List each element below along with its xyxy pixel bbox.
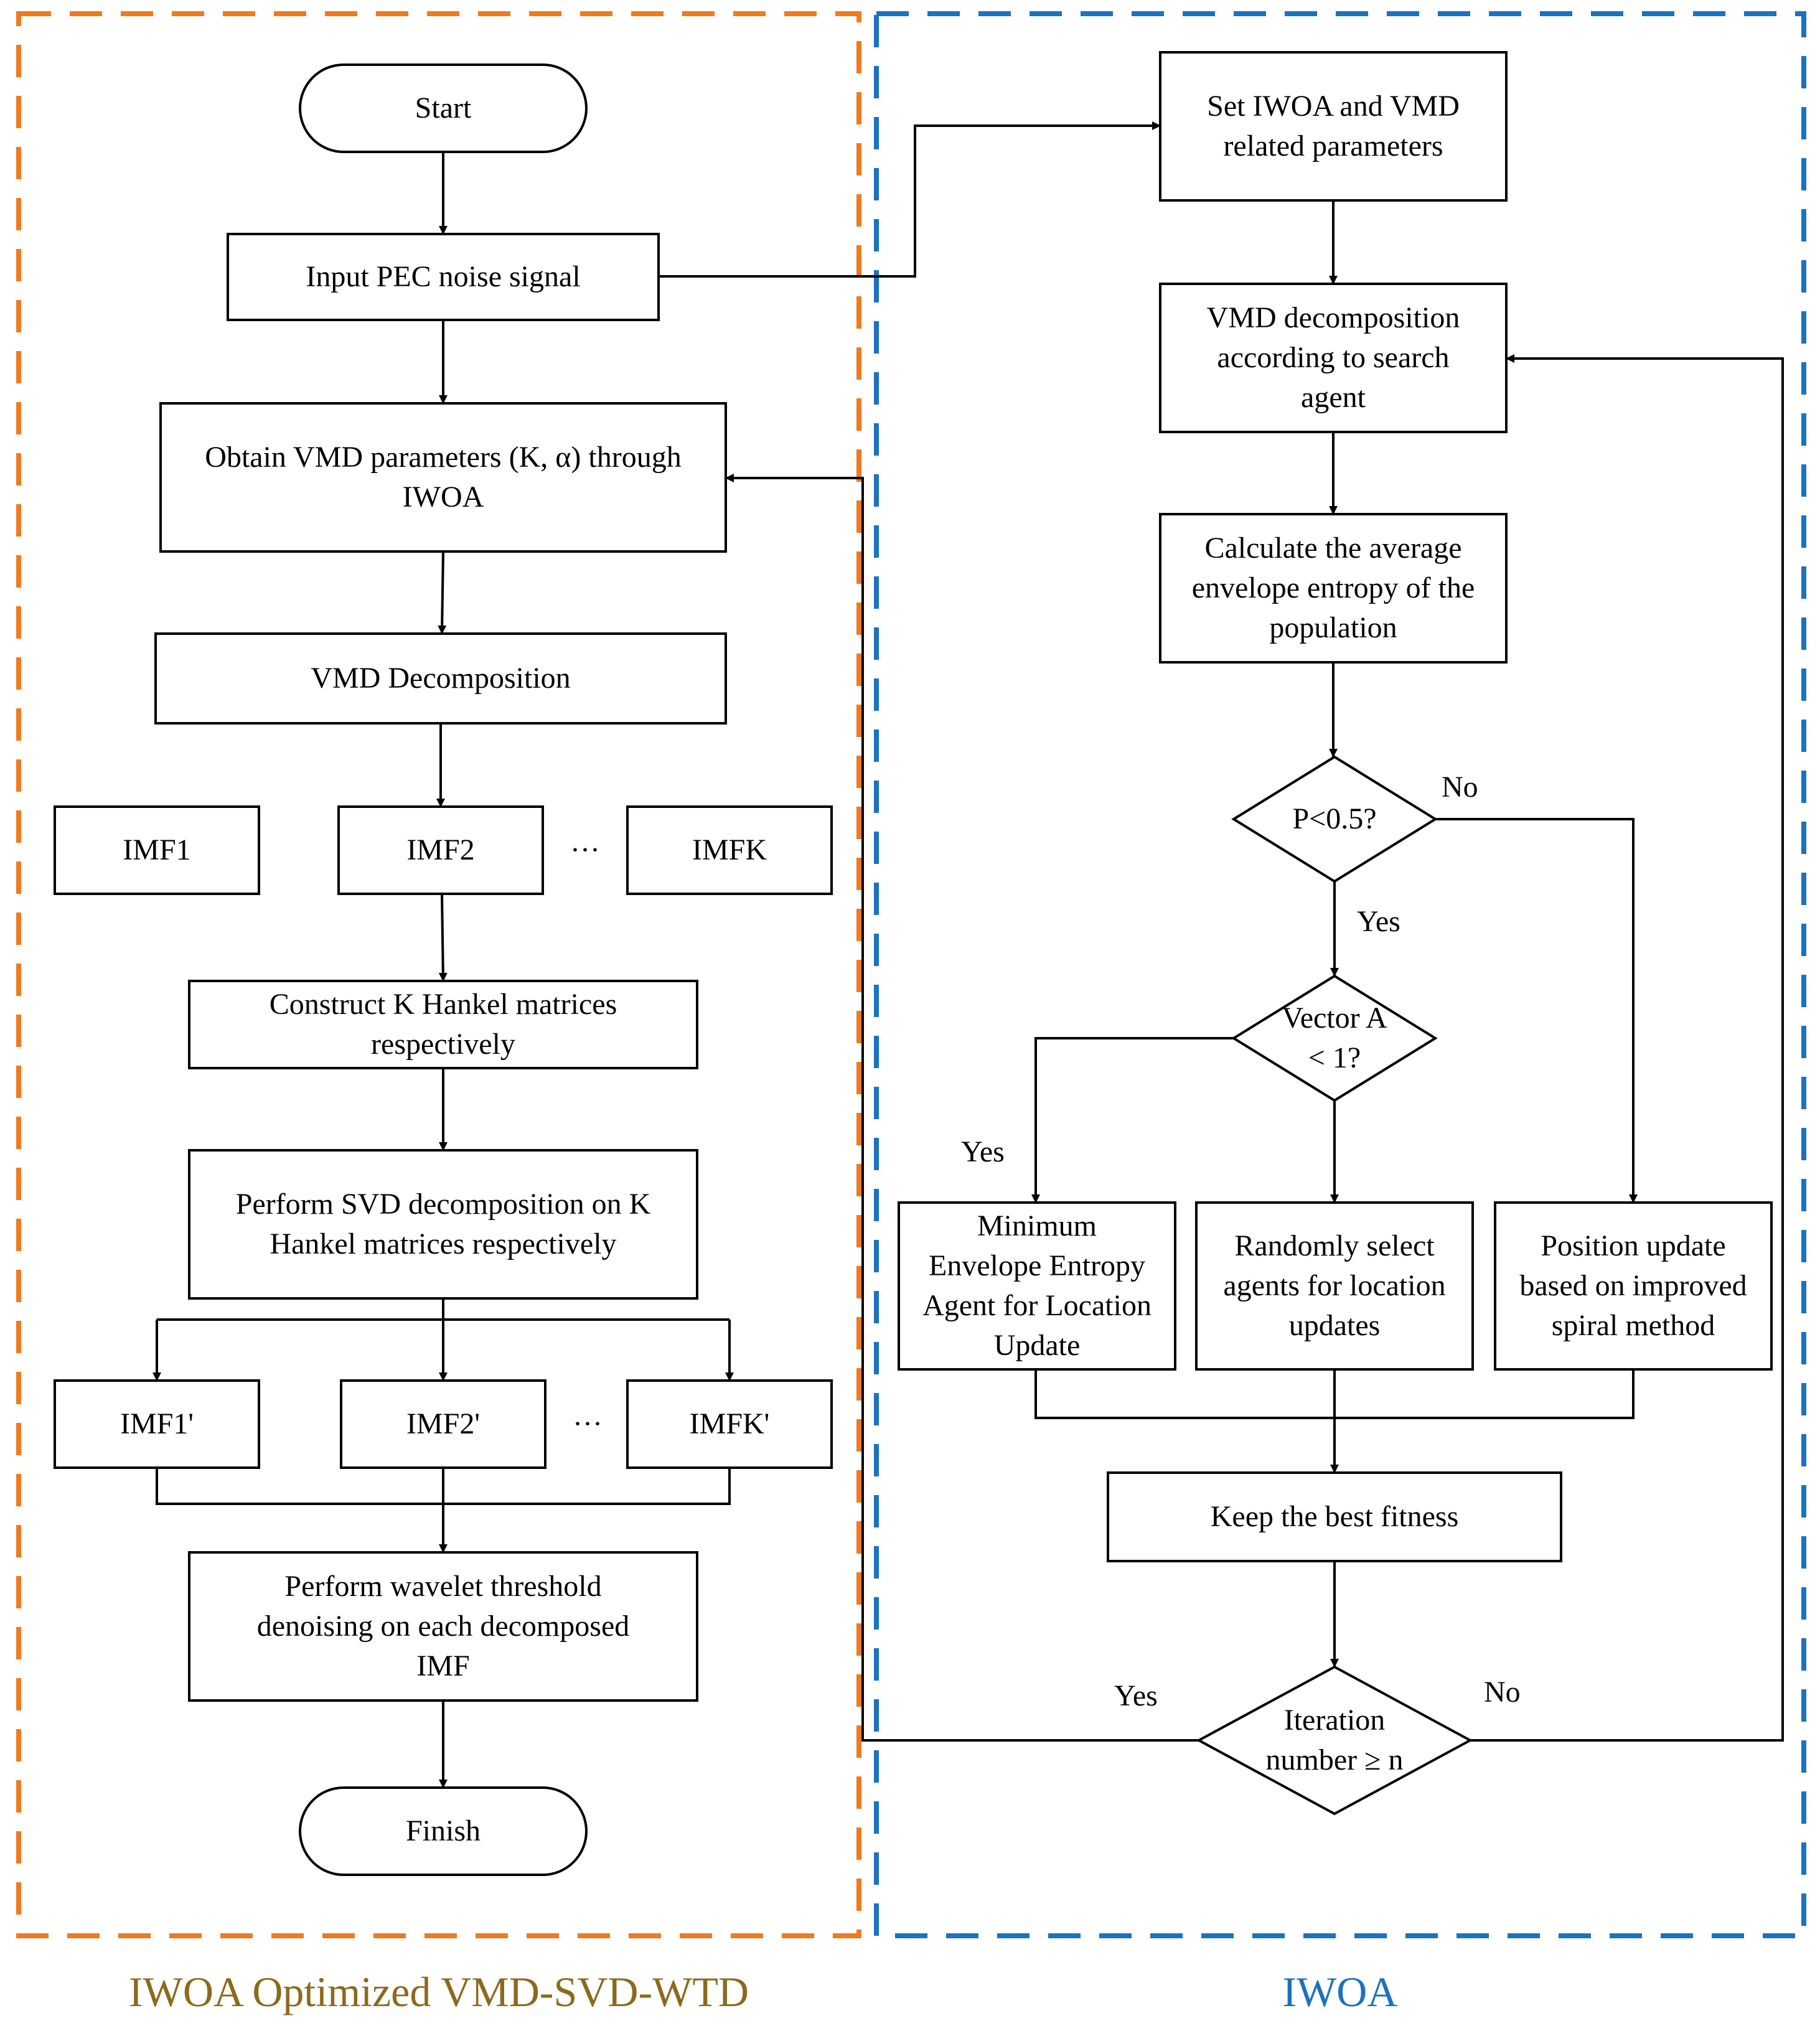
iteration-decision-label: Iteration number ≥ n bbox=[1265, 1704, 1404, 1776]
imf1-prime-label: IMF1' bbox=[120, 1407, 194, 1440]
right-frame-caption: IWOA bbox=[1282, 1968, 1398, 2015]
p-yes-label: Yes bbox=[1357, 905, 1400, 938]
imf1-box bbox=[54, 805, 260, 895]
finish-label: Finish bbox=[405, 1814, 481, 1847]
vmd-search-label: VMD decomposition according to search ag… bbox=[1206, 301, 1460, 414]
iteration-no-label: No bbox=[1484, 1676, 1521, 1709]
input-label: Input PEC noise signal bbox=[306, 260, 581, 293]
set-params-label: Set IWOA and VMD related parameters bbox=[1207, 90, 1460, 162]
imf2-prime-label: IMF2' bbox=[406, 1407, 480, 1440]
spiral-box bbox=[1494, 1201, 1773, 1371]
svd-label: Perform SVD decomposition on K Hankel ma… bbox=[235, 1188, 651, 1260]
left-frame-caption: IWOA Optimized VMD-SVD-WTD bbox=[129, 1968, 749, 2015]
obtain-params-label: Obtain VMD parameters (K, α) through IWO… bbox=[205, 441, 682, 514]
entropy-box bbox=[1159, 513, 1508, 664]
svd-box bbox=[188, 1149, 698, 1300]
random-agent-box bbox=[1195, 1201, 1474, 1371]
arrow-obtain-to-vmd bbox=[438, 551, 447, 634]
arrow-iteration-no-to-vmd-search bbox=[1470, 354, 1784, 1742]
vmd-decomposition-label: VMD Decomposition bbox=[311, 662, 571, 695]
p-decision-label: P<0.5? bbox=[1292, 802, 1377, 835]
arrow-imf2-to-hankel bbox=[438, 893, 448, 982]
arrow-iteration-yes-to-obtain bbox=[725, 474, 1199, 1742]
wavelet-box bbox=[188, 1551, 698, 1702]
left-dashed-frame bbox=[16, 11, 861, 1938]
ellipsis-bottom: ··· bbox=[573, 1407, 603, 1440]
wavelet-label: Perform wavelet threshold denoising on e… bbox=[256, 1570, 630, 1682]
vector-decision-label: Vector A < 1? bbox=[1282, 1002, 1387, 1074]
iteration-yes-label: Yes bbox=[1114, 1679, 1158, 1712]
arrow-input-to-set-params bbox=[659, 121, 1161, 278]
imfk-prime-label: IMFK' bbox=[689, 1407, 770, 1440]
imf1-label: IMF1 bbox=[123, 833, 191, 866]
random-agent-label: Randomly select agents for location upda… bbox=[1223, 1229, 1446, 1342]
hankel-box bbox=[188, 980, 698, 1069]
arrow-p-no-to-spiral bbox=[1435, 818, 1638, 1203]
imfk-label: IMFK bbox=[692, 833, 767, 866]
imf1-prime-box bbox=[54, 1379, 260, 1469]
min-agent-label: Minimum Envelope Entropy Agent for Locat… bbox=[922, 1209, 1152, 1362]
keep-best-label: Keep the best fitness bbox=[1210, 1500, 1459, 1533]
ellipsis-top: ··· bbox=[570, 833, 600, 866]
imfk-box bbox=[626, 805, 833, 895]
imf2-label: IMF2 bbox=[406, 833, 475, 866]
p-no-label: No bbox=[1442, 771, 1478, 804]
hankel-label: Construct K Hankel matrices respectively bbox=[269, 988, 617, 1061]
arrow-vector-yes-to-min-agent bbox=[1031, 1037, 1234, 1203]
entropy-label: Calculate the average envelope entropy o… bbox=[1191, 532, 1475, 644]
iteration-decision-diamond bbox=[1196, 1665, 1473, 1816]
start-label: Start bbox=[415, 91, 472, 124]
spiral-label: Position update based on improved spiral… bbox=[1519, 1229, 1747, 1342]
min-agent-box bbox=[898, 1201, 1176, 1371]
imf2-prime-box bbox=[340, 1379, 546, 1469]
right-dashed-frame bbox=[874, 11, 1806, 1938]
vector-yes-label: Yes bbox=[961, 1135, 1005, 1168]
keep-best-box bbox=[1107, 1471, 1562, 1562]
input-box bbox=[227, 233, 660, 321]
